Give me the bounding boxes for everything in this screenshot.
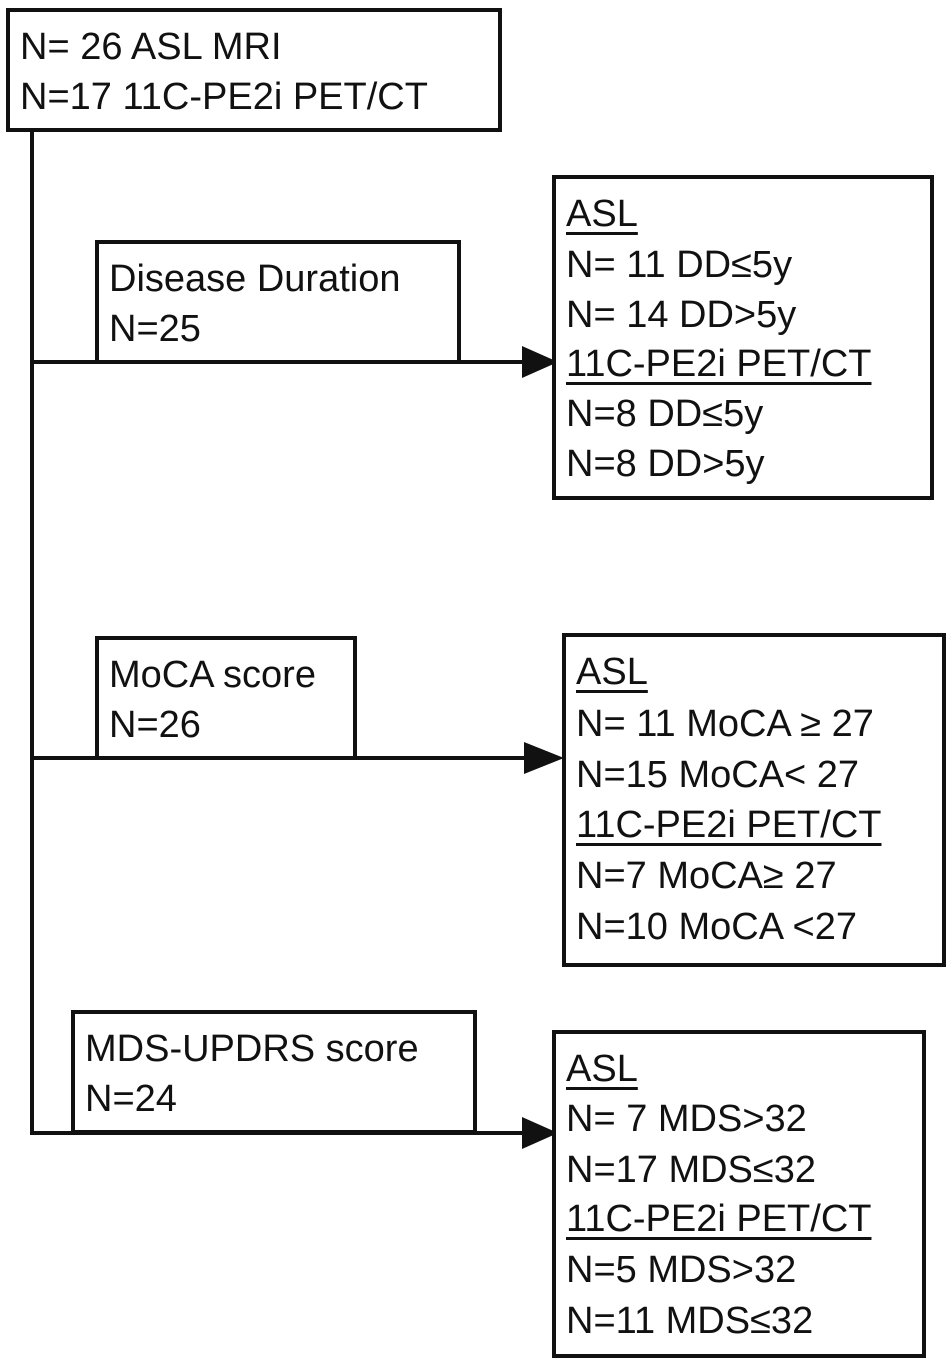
asl-line: N=17 MDS≤32 bbox=[566, 1149, 817, 1191]
asl-line: N= 11 DD≤5y bbox=[566, 244, 793, 286]
pet-line: N=10 MoCA <27 bbox=[576, 906, 857, 948]
pet-header: 11C-PE2i PET/CT bbox=[566, 343, 872, 385]
root-line-pet: N=17 11C-PE2i PET/CT bbox=[20, 76, 428, 118]
pet-line: N=5 MDS>32 bbox=[566, 1249, 797, 1291]
pet-line: N=8 DD>5y bbox=[566, 443, 765, 485]
arrowhead-moca bbox=[524, 742, 564, 774]
pet-header: 11C-PE2i PET/CT bbox=[566, 1198, 872, 1240]
asl-line: N= 14 DD>5y bbox=[566, 294, 797, 336]
asl-line: N= 11 MoCA ≥ 27 bbox=[576, 703, 874, 745]
asl-line: N= 7 MDS>32 bbox=[566, 1098, 807, 1140]
result-box-disease-duration: ASL N= 11 DD≤5y N= 14 DD>5y 11C-PE2i PET… bbox=[552, 175, 934, 500]
result-box-moca: ASL N= 11 MoCA ≥ 27 N=15 MoCA< 27 11C-PE… bbox=[562, 633, 946, 967]
label-title: Disease Duration bbox=[109, 258, 401, 300]
root-box: N= 26 ASL MRI N=17 11C-PE2i PET/CT bbox=[6, 8, 502, 132]
label-count: N=25 bbox=[109, 308, 201, 350]
label-title: MDS-UPDRS score bbox=[85, 1028, 419, 1070]
label-box-disease-duration: Disease Duration N=25 bbox=[95, 240, 461, 364]
asl-header: ASL bbox=[566, 193, 638, 235]
asl-header: ASL bbox=[576, 651, 648, 693]
asl-line: N=15 MoCA< 27 bbox=[576, 754, 860, 796]
label-count: N=26 bbox=[109, 704, 201, 746]
asl-header: ASL bbox=[566, 1048, 638, 1090]
pet-line: N=7 MoCA≥ 27 bbox=[576, 855, 837, 897]
pet-header: 11C-PE2i PET/CT bbox=[576, 804, 882, 846]
pet-line: N=11 MDS≤32 bbox=[566, 1300, 814, 1342]
root-line-asl: N= 26 ASL MRI bbox=[20, 26, 282, 68]
label-box-mds-updrs: MDS-UPDRS score N=24 bbox=[71, 1010, 477, 1134]
result-box-mds-updrs: ASL N= 7 MDS>32 N=17 MDS≤32 11C-PE2i PET… bbox=[552, 1030, 926, 1358]
label-box-moca: MoCA score N=26 bbox=[95, 636, 357, 760]
pet-line: N=8 DD≤5y bbox=[566, 393, 764, 435]
label-title: MoCA score bbox=[109, 654, 316, 696]
label-count: N=24 bbox=[85, 1078, 177, 1120]
arrowhead-mds bbox=[522, 1117, 558, 1149]
arrowhead-duration bbox=[522, 346, 558, 378]
